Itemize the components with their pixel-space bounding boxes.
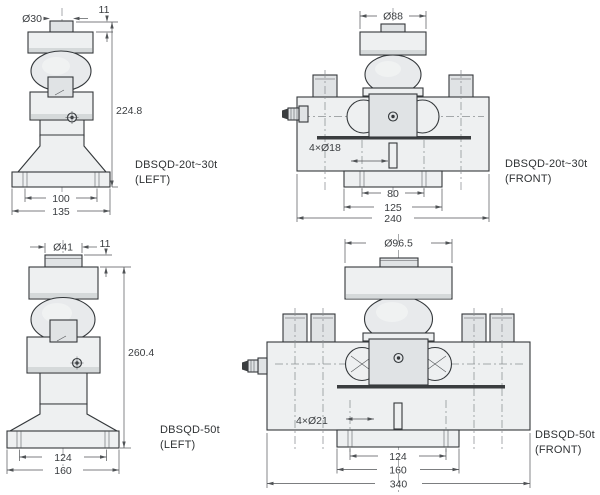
dim-text: Ø96.5 <box>384 238 413 250</box>
top-cap <box>359 31 427 56</box>
dim-cap-offset: 11 <box>84 238 131 277</box>
load-cell-body <box>11 20 111 188</box>
view-label-model: DBSQD-20t~30t <box>505 158 587 170</box>
dim-body-width: 340 <box>266 433 531 491</box>
screw-icon <box>65 111 79 124</box>
load-cell-body <box>242 257 531 452</box>
dim-text: Ø30 <box>22 13 42 25</box>
dim-text: 4×Ø18 <box>309 142 341 154</box>
dim-text: 11 <box>99 4 110 16</box>
dim-text: 4×Ø21 <box>296 415 328 427</box>
load-cell-body <box>6 254 120 449</box>
dim-cup-diameter: Ø96.5 <box>344 238 453 263</box>
view-label-orientation: (LEFT) <box>160 439 195 451</box>
dim-plate-width: 160 <box>336 448 460 477</box>
dim-text: 125 <box>384 202 402 214</box>
gap-strip <box>317 136 471 140</box>
dim-text: 160 <box>54 465 72 477</box>
base-flange <box>6 430 120 449</box>
gap-strip <box>337 385 505 389</box>
inner-column <box>49 319 78 343</box>
bottom-plate <box>343 170 443 188</box>
dim-base-width: 160 <box>6 449 120 477</box>
view-label-orientation: (FRONT) <box>505 173 552 185</box>
top-cap <box>344 266 453 300</box>
view-label: DBSQD-50t (LEFT) <box>160 424 220 451</box>
base-skirt <box>7 403 120 432</box>
bottom-plate <box>336 429 460 448</box>
dim-bolt-span: 100 <box>24 188 98 205</box>
dim-text: 11 <box>100 238 111 250</box>
view-label: DBSQD-50t (FRONT) <box>535 429 595 456</box>
dim-plate-width: 125 <box>343 188 443 214</box>
dim-text: 124 <box>389 451 407 463</box>
dim-text: 80 <box>387 188 399 200</box>
dim-text: 160 <box>389 465 407 477</box>
dim-text: Ø41 <box>53 242 73 254</box>
center-slot <box>388 142 398 169</box>
view-label: DBSQD-20t~30t (LEFT) <box>135 159 217 186</box>
dim-text: Ø88 <box>383 11 403 23</box>
dim-total-height: 260.4 <box>120 267 154 449</box>
screw-icon <box>387 111 399 122</box>
view-label-orientation: (FRONT) <box>535 444 582 456</box>
dim-bolt-span: 80 <box>361 188 425 200</box>
dim-text: 260.4 <box>128 347 154 359</box>
callout-mounting-holes: 4×Ø18 <box>309 142 388 163</box>
screw-icon <box>393 352 404 364</box>
cap-knob <box>380 23 406 33</box>
view-label-orientation: (LEFT) <box>135 174 170 186</box>
dim-cup-diameter: Ø88 <box>359 11 427 29</box>
dim-text: 240 <box>384 213 402 225</box>
dim-cap-offset: 11 <box>76 4 118 42</box>
view-label-model: DBSQD-20t~30t <box>135 159 217 171</box>
top-stud <box>49 20 74 33</box>
center-slot <box>393 402 403 430</box>
dim-text: 124 <box>54 452 72 464</box>
dim-text: 100 <box>52 193 70 205</box>
dim-body-width: 240 <box>296 174 490 225</box>
dim-bolt-span: 124 <box>349 448 447 463</box>
dim-text: 340 <box>390 479 408 491</box>
screw-icon <box>70 356 84 370</box>
cap-knob <box>379 257 419 268</box>
view-dbsqd-50t-front: Ø96.5 4×Ø21 124 160 <box>242 234 595 492</box>
dim-text: 224.8 <box>116 105 142 117</box>
view-dbsqd-20t-left: Ø30 11 224.8 100 <box>11 4 217 218</box>
dim-base-width: 135 <box>11 188 111 218</box>
cable-gland-icon <box>242 357 268 375</box>
dim-bolt-span: 124 <box>19 449 107 464</box>
cable-gland-icon <box>282 105 309 123</box>
inner-column <box>47 76 74 98</box>
callout-mounting-holes: 4×Ø21 <box>296 415 374 427</box>
chamfer-tick <box>56 335 67 342</box>
view-dbsqd-20t-front: Ø88 4×Ø18 80 125 <box>282 8 587 225</box>
view-label-model: DBSQD-50t <box>160 424 220 436</box>
dim-total-height: 224.8 <box>110 22 142 188</box>
base-flange <box>11 171 111 188</box>
top-stud <box>44 254 83 268</box>
load-cell-body <box>282 23 490 190</box>
chamfer-tick <box>54 89 65 96</box>
view-label-model: DBSQD-50t <box>535 429 595 441</box>
view-label: DBSQD-20t~30t (FRONT) <box>505 158 587 185</box>
base-skirt <box>16 134 108 173</box>
dim-text: 135 <box>52 206 70 218</box>
view-dbsqd-50t-left: Ø41 11 260.4 124 <box>6 238 220 477</box>
dim-top-diameter: Ø41 <box>30 242 97 254</box>
dim-top-diameter: Ø30 <box>22 13 88 25</box>
